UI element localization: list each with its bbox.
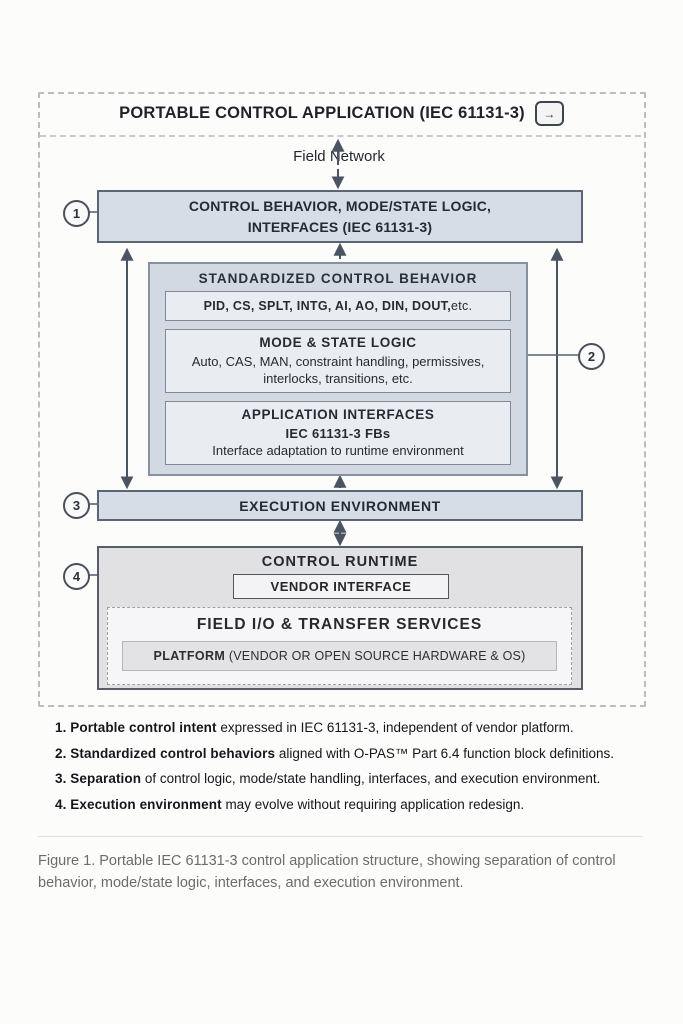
- function-blocks-box: PID, CS, SPLT, INTG, AI, AO, DIN, DOUT, …: [165, 291, 511, 321]
- execution-environment-box: EXECUTION ENVIRONMENT: [97, 490, 583, 521]
- platform-label-bold: PLATFORM: [153, 649, 226, 663]
- application-interfaces-title: APPLICATION INTERFACES: [241, 407, 435, 423]
- standardized-title: STANDARDIZED CONTROL BEHAVIOR: [198, 271, 478, 286]
- note-1-rest: expressed in IEC 61131-3, independent of…: [216, 720, 574, 735]
- note-4-rest: may evolve without requiring application…: [221, 796, 525, 812]
- mode-state-body: Auto, CAS, MAN, constraint handling, per…: [191, 353, 485, 387]
- platform-label-rest: (VENDOR OR OPEN SOURCE HARDWARE & OS): [225, 649, 526, 663]
- note-1: 1. Portable control intent expressed in …: [55, 720, 667, 735]
- note-4: 4. Execution environment may evolve with…: [55, 797, 667, 812]
- vendor-interface-box: VENDOR INTERFACE: [233, 574, 449, 599]
- callout-1: 1: [63, 200, 90, 227]
- function-blocks-etc: etc.: [451, 299, 473, 313]
- callout-4: 4: [63, 563, 90, 590]
- function-blocks-list: PID, CS, SPLT, INTG, AI, AO, DIN, DOUT,: [203, 299, 451, 313]
- diagram-header: PORTABLE CONTROL APPLICATION (IEC 61131-…: [0, 101, 683, 126]
- callout-1-number: 1: [72, 206, 81, 221]
- notes-list: 1. Portable control intent expressed in …: [55, 720, 667, 822]
- note-3-rest: of control logic, mode/state handling, i…: [141, 771, 601, 786]
- mode-state-title: MODE & STATE LOGIC: [259, 335, 417, 351]
- field-io-box: FIELD I/O & TRANSFER SERVICES PLATFORM (…: [107, 607, 572, 685]
- header-dashed-separator: [40, 135, 641, 137]
- application-interfaces-box: APPLICATION INTERFACES IEC 61131-3 FBs I…: [165, 401, 511, 465]
- note-1-lead: 1. Portable control intent: [55, 720, 217, 735]
- callout-3: 3: [63, 492, 90, 519]
- callout-2: 2: [578, 343, 605, 370]
- field-network-label: Field Network: [293, 148, 385, 165]
- note-3: 3. Separation of control logic, mode/sta…: [55, 771, 667, 786]
- field-io-title: FIELD I/O & TRANSFER SERVICES: [196, 616, 483, 633]
- callout-3-number: 3: [72, 498, 81, 513]
- note-2: 2. Standardized control behaviors aligne…: [55, 746, 667, 761]
- control-behavior-title: CONTROL BEHAVIOR, MODE/STATE LOGIC, INTE…: [188, 198, 492, 235]
- vendor-interface-label: VENDOR INTERFACE: [270, 579, 412, 594]
- control-behavior-box: CONTROL BEHAVIOR, MODE/STATE LOGIC, INTE…: [97, 190, 583, 243]
- note-2-lead: 2. Standardized control behaviors: [55, 745, 276, 761]
- application-interfaces-body: Interface adaptation to runtime environm…: [212, 443, 464, 459]
- diagram-dashed-frame: [38, 92, 646, 707]
- control-runtime-title: CONTROL RUNTIME: [261, 554, 419, 570]
- figure-caption: Figure 1. Portable IEC 61131-3 control a…: [38, 853, 616, 891]
- platform-box: PLATFORM (VENDOR OR OPEN SOURCE HARDWARE…: [122, 641, 557, 671]
- note-2-rest: aligned with O-PAS™ Part 6.4 function bl…: [275, 745, 615, 761]
- execution-environment-title: EXECUTION ENVIRONMENT: [239, 497, 441, 514]
- application-interfaces-subtitle: IEC 61131-3 FBs: [285, 425, 391, 441]
- control-runtime-box: CONTROL RUNTIME VENDOR INTERFACE FIELD I…: [97, 546, 583, 690]
- standardized-control-behavior-box: STANDARDIZED CONTROL BEHAVIOR PID, CS, S…: [148, 262, 528, 476]
- diagram-title: PORTABLE CONTROL APPLICATION (IEC 61131-…: [119, 104, 525, 122]
- note-3-lead: 3. Separation: [55, 771, 142, 786]
- callout-2-number: 2: [587, 349, 596, 364]
- note-4-lead: 4. Execution environment: [55, 796, 222, 812]
- mode-state-logic-box: MODE & STATE LOGIC Auto, CAS, MAN, const…: [165, 329, 511, 393]
- callout-4-number: 4: [72, 569, 81, 584]
- right-arrow-icon: →: [543, 106, 556, 121]
- caption-divider: [38, 836, 643, 837]
- expand-arrow-button[interactable]: →: [534, 101, 564, 126]
